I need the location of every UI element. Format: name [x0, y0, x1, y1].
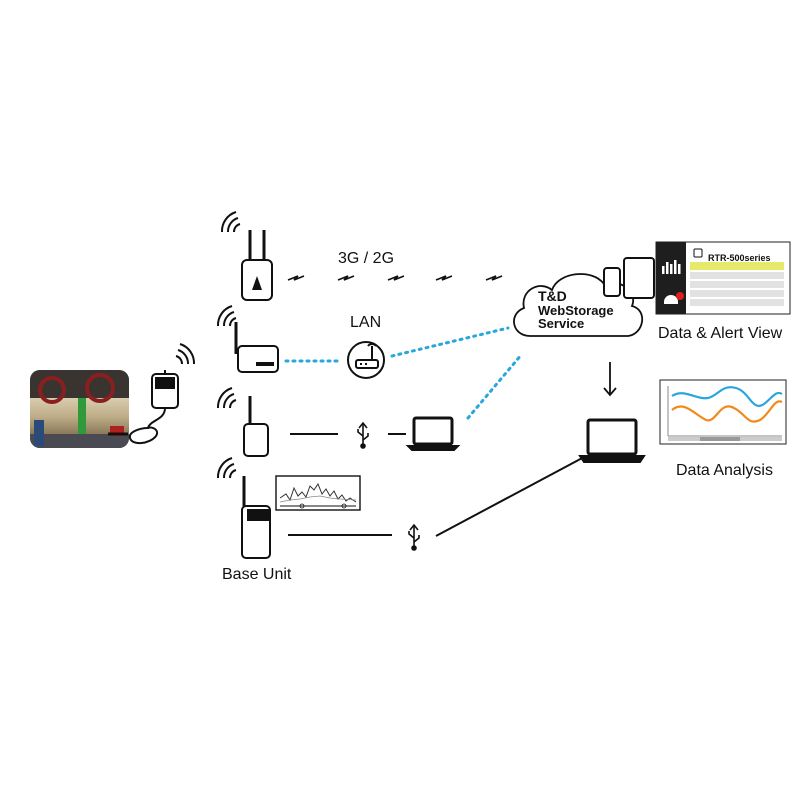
network-links: [284, 326, 524, 420]
usb-icon: [357, 421, 369, 449]
router-icon: [347, 341, 385, 379]
mobile-devices: [603, 257, 655, 299]
handheld-pc-link: [435, 455, 587, 537]
network-3g2g-label: 3G / 2G: [338, 250, 395, 267]
wireless-signal-icon: [220, 211, 241, 233]
router-cloud-link: [390, 326, 510, 358]
pc-cloud-link: [466, 352, 524, 420]
series-blue-line: [671, 386, 783, 407]
data-alert-view-label: Data & Alert View: [658, 325, 783, 342]
sensor-logger: [108, 343, 196, 444]
laptop-icon: [405, 416, 461, 451]
data-analysis-label: Data Analysis: [676, 462, 773, 479]
cellular-signal-bolts: [287, 275, 503, 281]
alert-screen-product-label: RTR-500series: [708, 253, 771, 263]
cloud-title-line1: T&D: [538, 288, 567, 304]
down-arrow-icon: [603, 362, 617, 397]
alert-view-screen: [655, 241, 791, 315]
handheld-base-unit: [216, 457, 392, 559]
cloud-title-line2: WebStorage: [538, 303, 614, 318]
analysis-laptop-icon: [578, 418, 646, 463]
base-unit-label: Base Unit: [222, 566, 292, 583]
printout-chart: [275, 475, 361, 511]
usb-base-unit: [216, 387, 406, 457]
lan-label: LAN: [350, 314, 382, 331]
cloud-title-line3: Service: [538, 316, 585, 331]
analysis-chart: [659, 379, 787, 445]
device-icon: [693, 248, 703, 258]
alarm-icon: [664, 292, 684, 304]
smartphone-icon: [603, 267, 621, 297]
pipe-photo: [30, 370, 129, 448]
tablet-icon: [623, 257, 655, 299]
series-orange-line: [671, 400, 783, 423]
chart-bars-icon: [662, 260, 681, 274]
usb-icon-2: [408, 523, 420, 551]
cellular-base-unit: [220, 211, 273, 301]
lan-base-unit: [216, 305, 279, 373]
